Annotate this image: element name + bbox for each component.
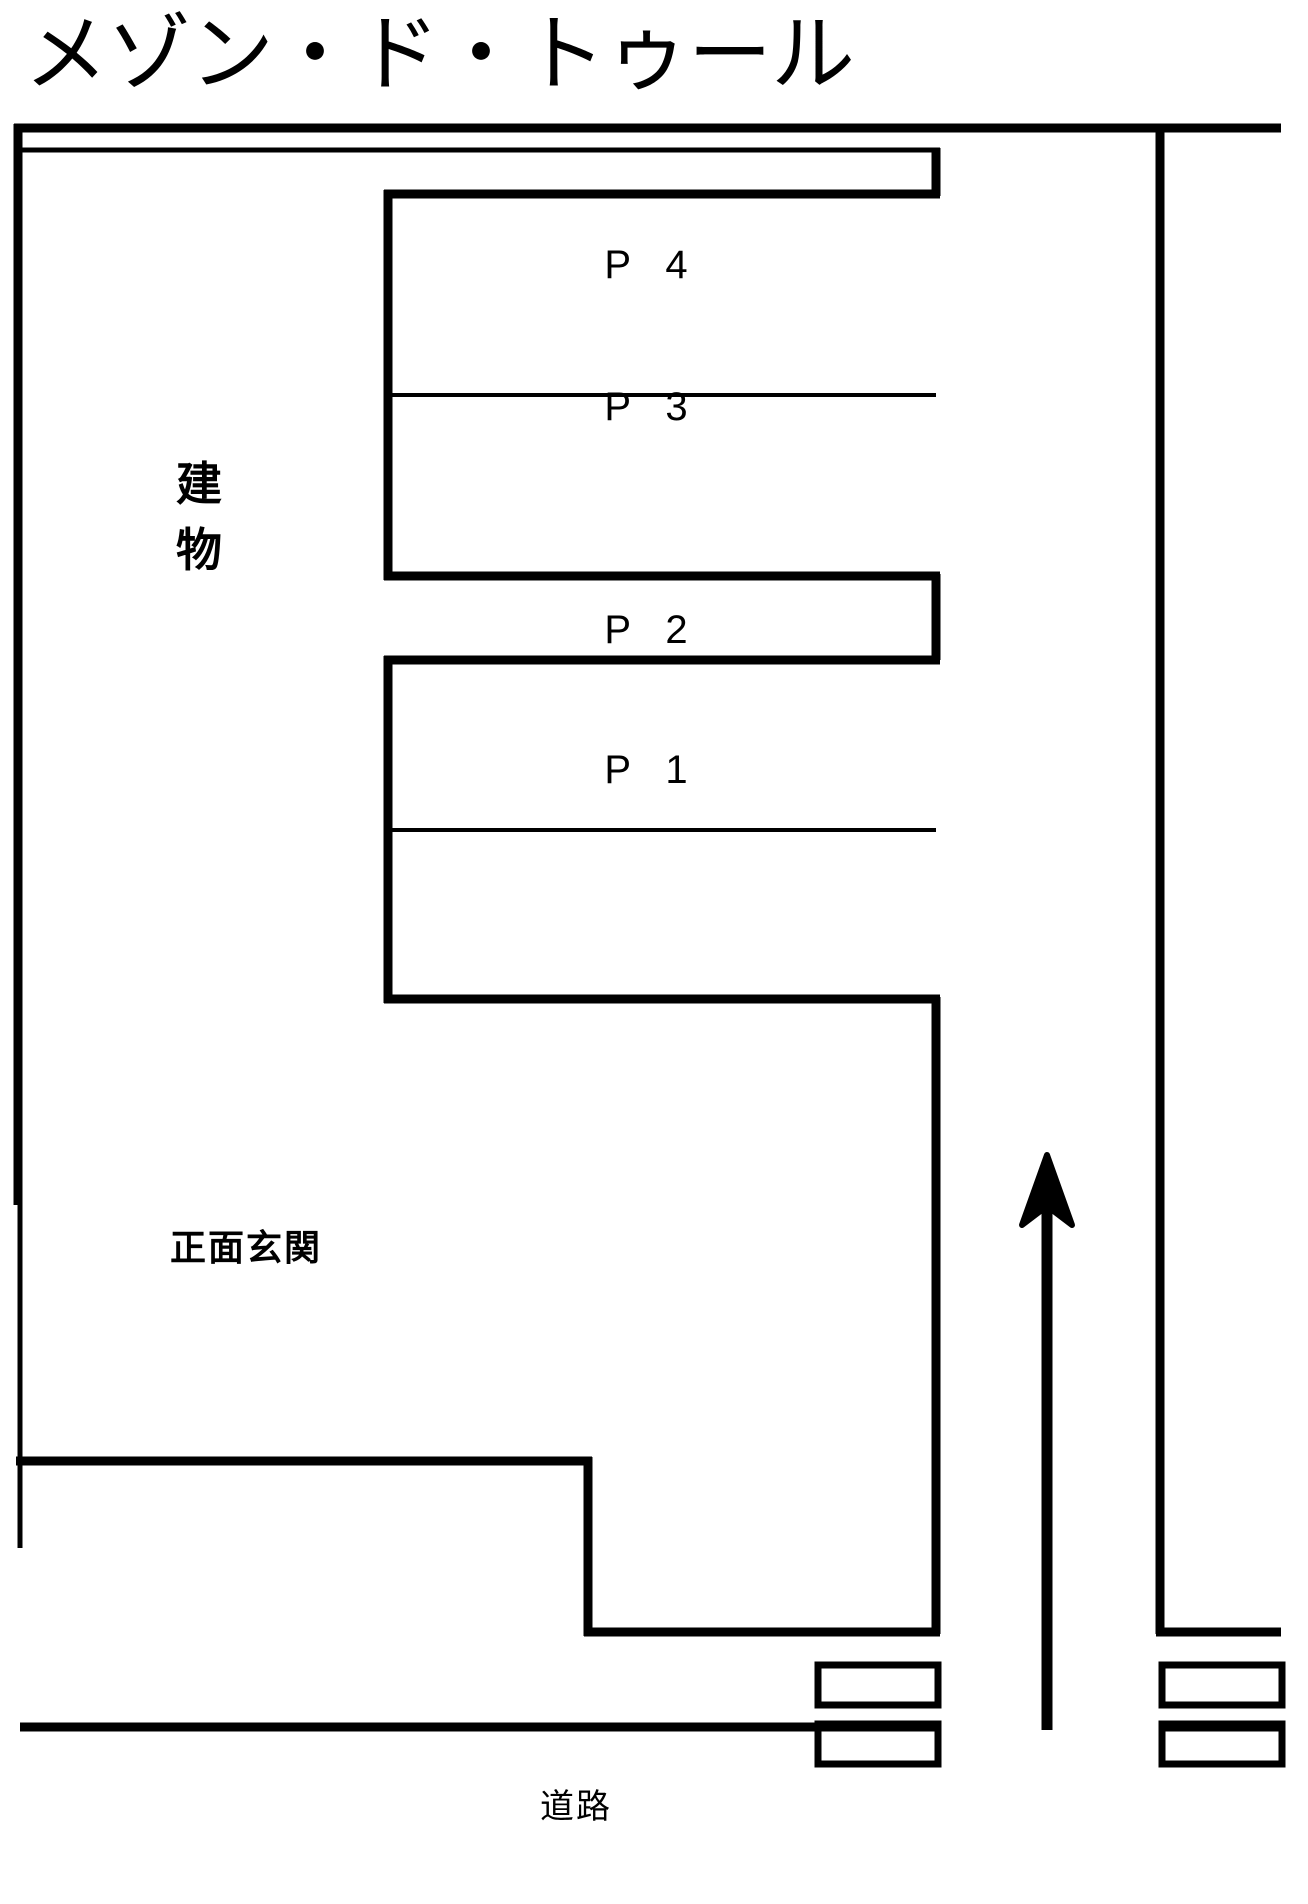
driveway-apron-west: [814, 1661, 942, 1768]
stall-label-p2: P 2: [604, 608, 699, 652]
stall-label-p3: P 3: [604, 385, 699, 429]
parking-block-lower: [383, 655, 940, 1004]
site-boundary: [13, 123, 1281, 1548]
building-label-line1: 建物: [176, 457, 223, 577]
stall-label-p4: P 4: [604, 243, 699, 287]
page-title: メゾン・ド・トゥール: [24, 5, 855, 103]
driveway-apron-east: [1158, 1661, 1286, 1768]
parking-block-upper: [383, 148, 941, 660]
road-label: 道路: [540, 1787, 612, 1827]
apron-mark: [814, 1720, 942, 1768]
apron-mark: [1158, 1661, 1286, 1709]
building-outline: [16, 1456, 940, 1637]
east-driveway-boundary: [1155, 128, 1281, 1637]
front-entrance-label: 正面玄関: [170, 1228, 322, 1269]
apron-mark: [814, 1661, 942, 1709]
north-arrow-icon: [1019, 1152, 1075, 1730]
apron-mark: [1158, 1720, 1286, 1768]
stall-label-p1: P 1: [604, 748, 699, 792]
